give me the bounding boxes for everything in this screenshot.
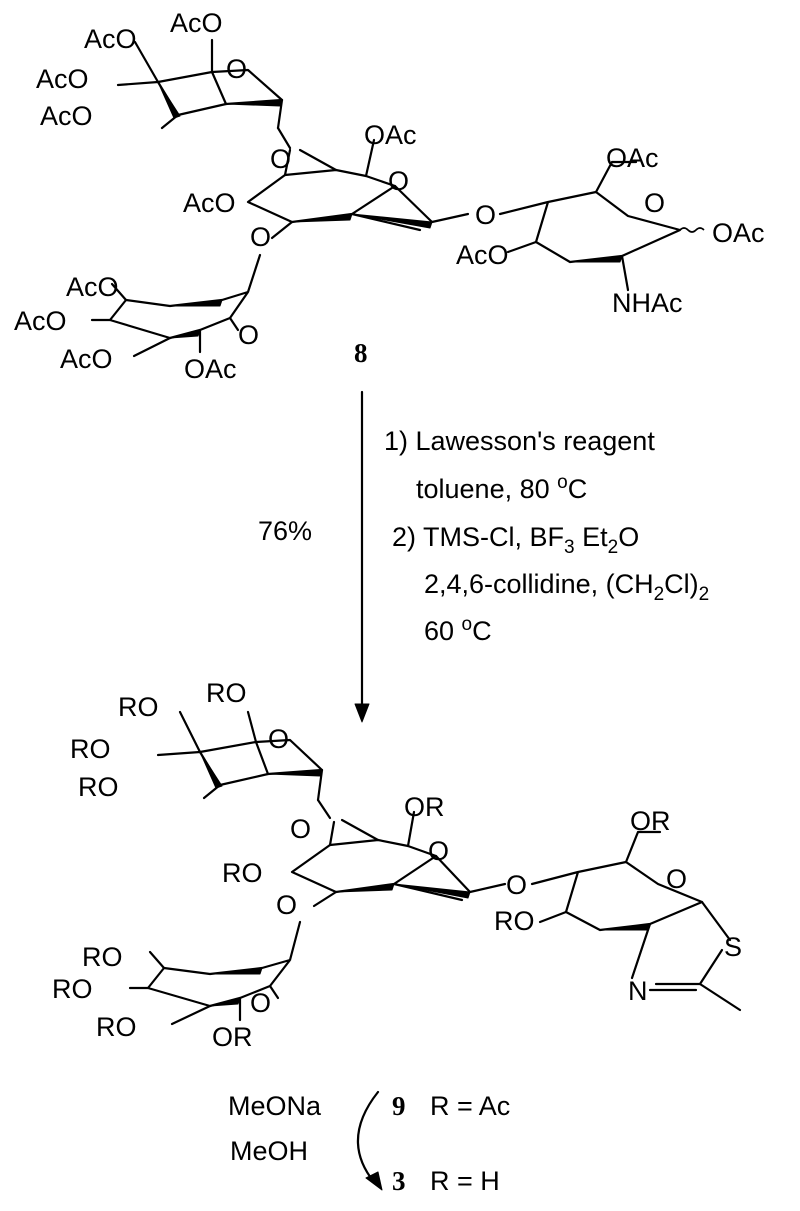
label-9-m1-ro-top2: RO (206, 678, 247, 708)
label-8-glc-oac-left: AcO (456, 240, 509, 270)
label-8-link-o-2: O (250, 222, 271, 252)
label-8-link-o-3: O (475, 200, 496, 230)
label-8-core-oac-top: OAc (364, 120, 417, 150)
reaction-conditions: 1) Lawesson's reagent toluene, 80 oC 2) … (384, 426, 709, 646)
label-9-m2-ro-2: RO (52, 974, 93, 1004)
label-8-glc-oac-anomeric: OAc (712, 218, 765, 248)
label-8-m1-oac-left: AcO (36, 64, 89, 94)
label-8-ring-o-3: O (644, 188, 665, 218)
reaction-arrow (354, 390, 370, 723)
label-9-ring-o-3: O (666, 864, 687, 894)
label-8-m2-oac-4: OAc (184, 354, 237, 384)
r-definition-9: R = Ac (430, 1091, 510, 1121)
label-9-m1-ro-top: RO (118, 692, 159, 722)
mannose-ring-core-product (290, 810, 507, 908)
label-9-ring-o-4: O (250, 988, 271, 1018)
label-9-core-or-top: OR (404, 792, 445, 822)
step1-line2: toluene, 80 oC (416, 472, 587, 504)
compound-number-3: 3 (392, 1166, 406, 1196)
label-8-m1-oac-top: AcO (84, 24, 137, 54)
compound-9-structure: RO RO RO RO O O OR O RO O O OR O RO S N … (52, 678, 742, 1052)
label-9-m1-ro-left: RO (70, 734, 111, 764)
step1-line1: 1) Lawesson's reagent (384, 426, 655, 456)
label-8-core-oac-left: AcO (183, 188, 236, 218)
label-8-ring-o-2: O (388, 166, 409, 196)
label-8-m1-oac-top2: AcO (170, 8, 223, 38)
label-9-m2-or-4: OR (212, 1022, 253, 1052)
r-definition-3: R = H (430, 1166, 500, 1196)
label-9-link-o-3: O (506, 870, 527, 900)
label-8-ring-o-1: O (226, 54, 247, 84)
step2-line1: 2) TMS-Cl, BF3 Et2O (392, 522, 639, 558)
mannose-ring-top (116, 38, 292, 150)
compound-8-structure: AcO AcO AcO AcO O O OAc O AcO O O OAc O … (14, 8, 765, 384)
label-9-ring-o-1: O (268, 724, 289, 754)
deprotection-reagent-1: MeONa (228, 1091, 322, 1121)
glcnac-thiazoline-ring (530, 830, 742, 1012)
label-9-link-o-2: O (276, 890, 297, 920)
label-9-m2-ro-1: RO (82, 942, 123, 972)
label-9-m1-ro-mid: RO (78, 772, 119, 802)
label-8-glc-oac-top: OAc (606, 143, 659, 173)
mannose-ring-bottom (90, 253, 262, 358)
glcnac-ring (498, 160, 705, 292)
label-9-glc-ro-left: RO (494, 906, 535, 936)
label-8-m2-oac-3: AcO (60, 344, 113, 374)
deprotection-step: MeONa MeOH 9 R = Ac 3 R = H (228, 1090, 510, 1196)
mannose-ring-bottom-product (128, 920, 302, 1026)
label-8-m2-oac-2: AcO (14, 306, 67, 336)
label-9-ring-o-2: O (428, 836, 449, 866)
compound-number-8: 8 (354, 338, 368, 368)
compound-number-9: 9 (392, 1091, 406, 1121)
label-8-ring-o-4: O (238, 320, 259, 350)
step2-line2: 2,4,6-collidine, (CH2Cl)2 (424, 569, 709, 605)
label-8-m2-oac-1: AcO (66, 272, 119, 302)
curved-arrow-head (365, 1171, 383, 1191)
label-9-m2-ro-3: RO (96, 1012, 137, 1042)
label-8-m1-oac-mid: AcO (40, 101, 93, 131)
yield-label: 76% (258, 516, 312, 546)
label-9-glc-or-top: OR (630, 806, 671, 836)
step2-line3: 60 oC (424, 614, 492, 646)
label-9-core-ro-left: RO (222, 858, 263, 888)
deprotection-reagent-2: MeOH (230, 1136, 308, 1166)
label-8-link-o-1: O (270, 144, 291, 174)
mannose-ring-core (246, 138, 470, 240)
label-8-glc-nhac: NHAc (612, 288, 683, 318)
label-9-thiazoline-n: N (628, 976, 648, 1006)
label-9-link-o-1: O (290, 814, 311, 844)
mannose-ring-top-product (156, 710, 332, 820)
curved-arrow (356, 1090, 380, 1184)
label-9-thiazoline-s: S (724, 932, 742, 962)
